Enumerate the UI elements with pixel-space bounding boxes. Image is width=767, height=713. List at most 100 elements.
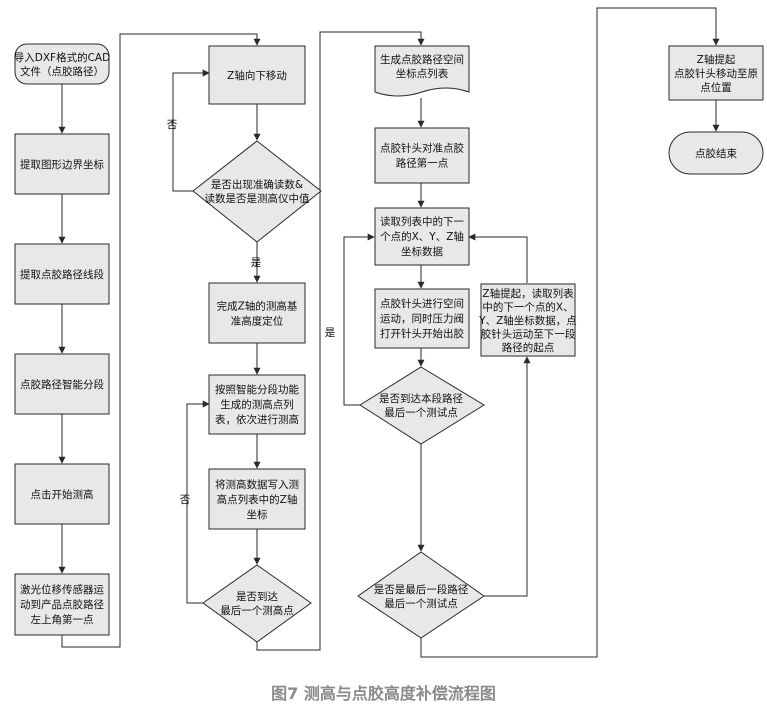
- node-label-line: Z轴提起: [697, 53, 736, 66]
- node-smartseg-label: 点胶路径智能分段: [20, 378, 104, 391]
- node-decision1-label: 是否出现准确读数&读数是否是测高仪中值: [205, 178, 310, 205]
- node-label-line: 点位置: [700, 81, 732, 94]
- figure-caption: 图7 测高与点胶高度补偿流程图: [271, 684, 496, 703]
- node-label-line: Z轴提起，读取列表: [482, 287, 574, 300]
- node-move-shape: [374, 288, 470, 349]
- node-label-line: 读取列表中的下一: [380, 215, 464, 228]
- node-label-line: 点击开始测高: [31, 488, 94, 501]
- node-baseline-label: 完成Z轴的测高基准高度定位: [217, 300, 298, 328]
- node-label-line: 路径的起点: [502, 341, 555, 354]
- node-label-line: Y、Z轴坐标数据，点: [478, 314, 577, 327]
- node-label-line: 点胶针头进行空间: [380, 297, 464, 310]
- node-end-shape: [668, 131, 764, 175]
- node-decision4-label: 是否是最后一段路径最后一个测试点: [374, 583, 469, 610]
- node-start-shape: [14, 463, 110, 525]
- node-label-line: 坐标: [247, 509, 268, 521]
- node-label-line: 点胶结束: [695, 147, 737, 160]
- node-laser-label: 激光位移传感器运动到产品点胶路径左上角第一点: [20, 583, 104, 626]
- node-label-line: 是否到达: [236, 591, 278, 603]
- node-label-line: 坐标点列表: [396, 67, 449, 80]
- node-zdown-label: Z轴向下移动: [227, 69, 287, 82]
- node-align-shape: [374, 127, 470, 184]
- node-label-line: 最后一个测高点: [220, 604, 294, 617]
- edge-label-yes1: 是: [251, 257, 262, 269]
- node-genlist-label: 生成点胶路径空间坐标点列表: [380, 53, 464, 80]
- node-label-line: 准高度定位: [231, 315, 284, 328]
- node-zlift-label: Z轴提起，读取列表中的下一个点的X、Y、Z轴坐标数据，点胶针头运动至下一段路径的…: [478, 287, 577, 354]
- node-label-line: 将测高数据写入测: [215, 478, 299, 491]
- node-decision3-label: 是否到达本段路径最后一个测试点: [379, 392, 463, 419]
- node-label-line: 是否是最后一段路径: [374, 583, 469, 596]
- node-label-line: Z轴向下移动: [227, 69, 287, 82]
- edge-label-yes2: 是: [325, 327, 336, 339]
- node-writez-shape: [208, 468, 306, 530]
- edge-zlift-readnext: [468, 233, 528, 283]
- node-label-line: 个点的X、Y、Z轴: [380, 230, 464, 243]
- node-segments-label: 提取点胶路径线段: [20, 268, 104, 281]
- node-label-line: 最后一个测试点: [384, 406, 458, 419]
- node-readnext-shape: [374, 207, 470, 266]
- node-label-line: 点胶针头对准点胶: [380, 142, 464, 155]
- node-measure-shape: [208, 374, 306, 435]
- edge-label-no2: 否: [180, 494, 191, 506]
- node-label-line: 激光位移传感器运: [20, 583, 104, 596]
- node-segments-shape: [14, 243, 110, 305]
- node-label-line: 打开针头开始出胶: [380, 327, 464, 340]
- edge-decision4-zlift: [484, 356, 531, 597]
- node-label-line: 完成Z轴的测高基: [217, 300, 298, 313]
- edges: [58, 7, 720, 658]
- node-label-line: 运动，同时压力阀: [380, 312, 464, 325]
- node-label-line: 导入DXF格式的CAD: [14, 51, 110, 64]
- node-decision2-label: 是否到达最后一个测高点: [220, 591, 294, 617]
- node-label-line: 生成的测高点列: [220, 398, 294, 411]
- node-label-line: 提取图形边界坐标: [20, 159, 104, 171]
- node-align-label: 点胶针头对准点胶路径第一点: [380, 142, 464, 170]
- node-label-line: 表，依次进行测高: [215, 413, 299, 426]
- node-label-line: 点胶针头移动至原: [674, 67, 758, 80]
- node-end-label: 点胶结束: [695, 147, 737, 160]
- node-zdown-shape: [208, 45, 306, 105]
- node-label-line: 提取点胶路径线段: [20, 268, 104, 281]
- node-label-line: 最后一个测试点: [384, 597, 458, 610]
- node-baseline-shape: [208, 282, 306, 344]
- edge-decision1-zdown-no: [172, 69, 210, 192]
- node-label-line: 是否出现准确读数&: [211, 178, 303, 191]
- node-label-line: 读数是否是测高仪中值: [205, 192, 310, 205]
- node-label-line: 按照智能分段功能: [215, 383, 299, 396]
- node-label-line: 是否到达本段路径: [379, 392, 463, 405]
- node-label-line: 路径第一点: [396, 157, 449, 170]
- node-label-line: 坐标数据: [401, 245, 443, 258]
- node-start-label: 点击开始测高: [31, 488, 94, 501]
- node-smartseg-shape: [14, 353, 110, 415]
- node-decision3-shape: [359, 366, 485, 445]
- edge-laser-zdown: [61, 33, 261, 648]
- node-laser-shape: [14, 573, 110, 636]
- node-import-shape: [14, 43, 110, 85]
- node-move-label: 点胶针头进行空间运动，同时压力阀打开针头开始出胶: [380, 297, 464, 340]
- node-label-line: 左上角第一点: [31, 613, 94, 626]
- node-label-line: 胶针头运动至下一段: [481, 328, 576, 341]
- node-genlist-shape: [374, 45, 470, 97]
- edge-decision2-measure-no: [186, 400, 210, 604]
- node-boundary-shape: [14, 133, 110, 195]
- node-label-line: 生成点胶路径空间: [380, 53, 464, 66]
- node-final-shape: [668, 45, 764, 101]
- node-boundary-label: 提取图形边界坐标: [20, 159, 104, 171]
- node-final-label: Z轴提起点胶针头移动至原点位置: [674, 53, 758, 94]
- node-label-line: 高点列表中的Z轴: [217, 493, 298, 506]
- node-decision4-shape: [357, 551, 485, 639]
- edge-decision4-final: [420, 7, 720, 658]
- node-decision2-shape: [202, 564, 312, 643]
- node-decision1-shape: [192, 140, 322, 243]
- edge-decision3-readnext-loop: [343, 233, 375, 406]
- edge-decision2-genlist-yes: [256, 31, 425, 651]
- node-measure-label: 按照智能分段功能生成的测高点列表，依次进行测高: [215, 383, 299, 426]
- node-zlift-shape: [480, 283, 576, 357]
- node-label-line: 中的下一个点的X、: [482, 301, 573, 314]
- node-label-line: 文件（点胶路径）: [20, 65, 104, 78]
- edge-labels: 否 是 否 是: [167, 119, 336, 506]
- node-readnext-label: 读取列表中的下一个点的X、Y、Z轴坐标数据: [380, 215, 464, 258]
- edge-label-no1: 否: [167, 119, 178, 131]
